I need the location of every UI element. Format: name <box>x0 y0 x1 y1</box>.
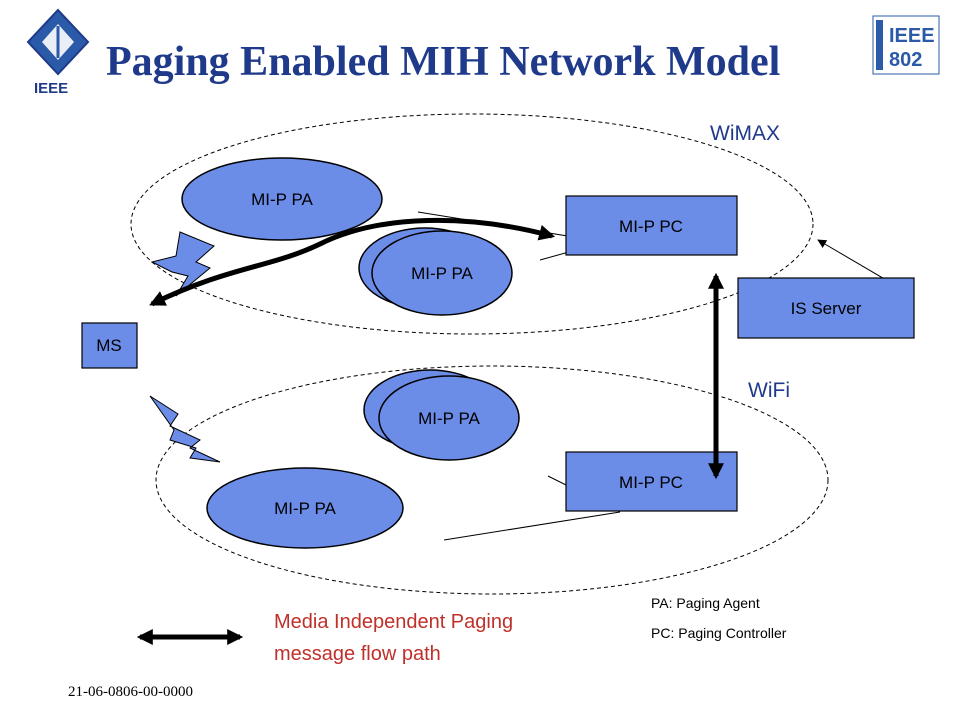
ieee-logo-text: IEEE <box>34 80 68 97</box>
ieee802-logo: IEEE 802 <box>872 15 940 75</box>
wifi-pa-middle: MI-P PA <box>363 369 520 461</box>
ieee-logo: IEEE <box>26 8 90 97</box>
mobile-station-label: MS <box>96 336 122 355</box>
paging-flow-arrow <box>149 217 556 307</box>
abbreviation-pc: PC: Paging Controller <box>651 625 787 641</box>
wimax-pa-middle-label: MI-P PA <box>411 264 473 283</box>
wimax-network-boundary <box>130 113 814 335</box>
legend-line-2: message flow path <box>274 643 441 665</box>
wimax-pa-middle: MI-P PA <box>358 227 513 316</box>
wireless-signal-icon <box>149 395 221 463</box>
wimax-pa-top-label: MI-P PA <box>251 190 313 209</box>
wifi-pa-bottom-label: MI-P PA <box>274 499 336 518</box>
ieee802-top-text: IEEE <box>889 25 935 47</box>
wifi-label: WiFi <box>748 379 790 402</box>
is-server: IS Server <box>737 277 915 339</box>
document-number: 21-06-0806-00-0000 <box>68 684 193 700</box>
wimax-label: WiMAX <box>710 122 780 145</box>
slide-title: Paging Enabled MIH Network Model <box>106 39 780 85</box>
wifi-network-boundary <box>155 365 829 595</box>
abbreviation-pa: PA: Paging Agent <box>651 595 760 611</box>
mobile-station: MS <box>81 322 138 369</box>
legend-line-1: Media Independent Paging <box>274 611 513 633</box>
wifi-pc-label: MI-P PC <box>619 473 683 492</box>
wifi-pa-bottom: MI-P PA <box>206 467 404 549</box>
ieee802-bar-icon <box>876 20 883 70</box>
wimax-pc-label: MI-P PC <box>619 217 683 236</box>
wireless-signal-icon <box>150 231 215 297</box>
wimax-pc: MI-P PC <box>565 195 738 256</box>
ieee802-bottom-text: 802 <box>889 49 922 71</box>
wifi-pa-middle-label: MI-P PA <box>418 409 480 428</box>
wifi-pc: MI-P PC <box>565 451 738 512</box>
is-server-label: IS Server <box>791 299 862 318</box>
connector-line <box>443 511 621 541</box>
wimax-pa-top: MI-P PA <box>181 157 383 241</box>
